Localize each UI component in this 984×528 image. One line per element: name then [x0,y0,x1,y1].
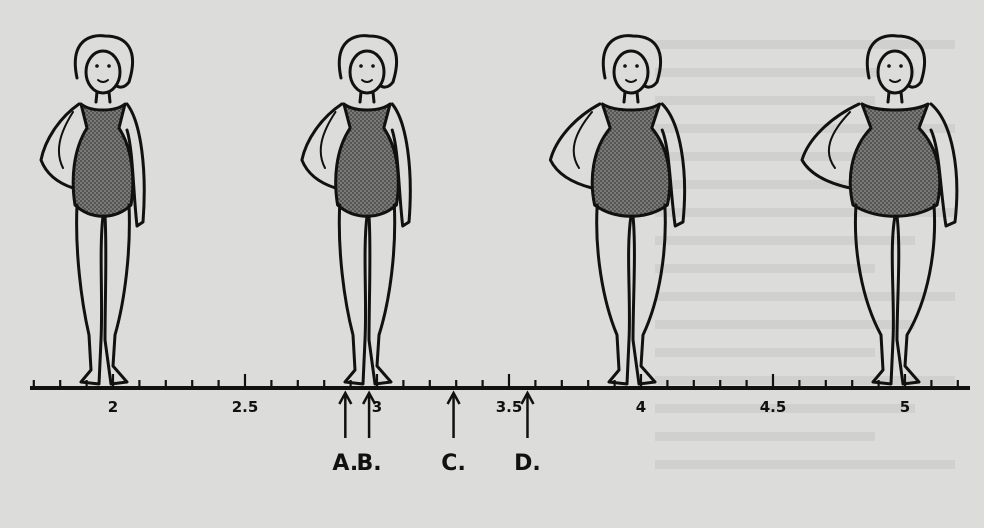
bleed-line [655,236,915,245]
face [350,51,384,93]
right-leg [105,205,129,384]
figure-4 [550,36,684,384]
marker-a: A. [332,393,358,476]
eye [95,64,99,68]
left-leg [597,205,631,384]
left-leg [339,205,367,384]
bleed-line [655,292,955,301]
left-leg [77,205,103,384]
face [878,51,912,93]
face [86,51,120,93]
bleed-line [655,96,875,105]
swimsuit [336,104,399,216]
face [614,51,648,93]
figure-2 [41,36,144,384]
eye [107,64,111,68]
bleed-line [655,460,955,469]
eye [371,64,375,68]
tick-label: 2 [108,398,118,416]
tick-label: 5 [900,398,910,416]
eye [887,64,891,68]
swimsuit [850,104,939,216]
bleed-line [655,264,875,273]
eye [899,64,903,68]
marker-label: B. [357,451,382,476]
figure-3 [302,36,410,384]
marker-label: D. [514,451,541,476]
tick-label: 2.5 [232,398,259,416]
bleed-line [655,40,955,49]
eye [359,64,363,68]
eye [635,64,639,68]
tick-label: 3.5 [496,398,523,416]
bleed-line [655,348,875,357]
bleed-line [655,432,875,441]
marker-c: C. [441,393,466,476]
bleed-line [655,68,915,77]
right-leg [369,205,395,384]
marker-label: A. [332,451,358,476]
tick-label: 4 [636,398,646,416]
eye [623,64,627,68]
marker-label: C. [441,451,466,476]
swimsuit [73,104,133,216]
swimsuit [592,104,670,216]
tick-label: 4.5 [760,398,787,416]
